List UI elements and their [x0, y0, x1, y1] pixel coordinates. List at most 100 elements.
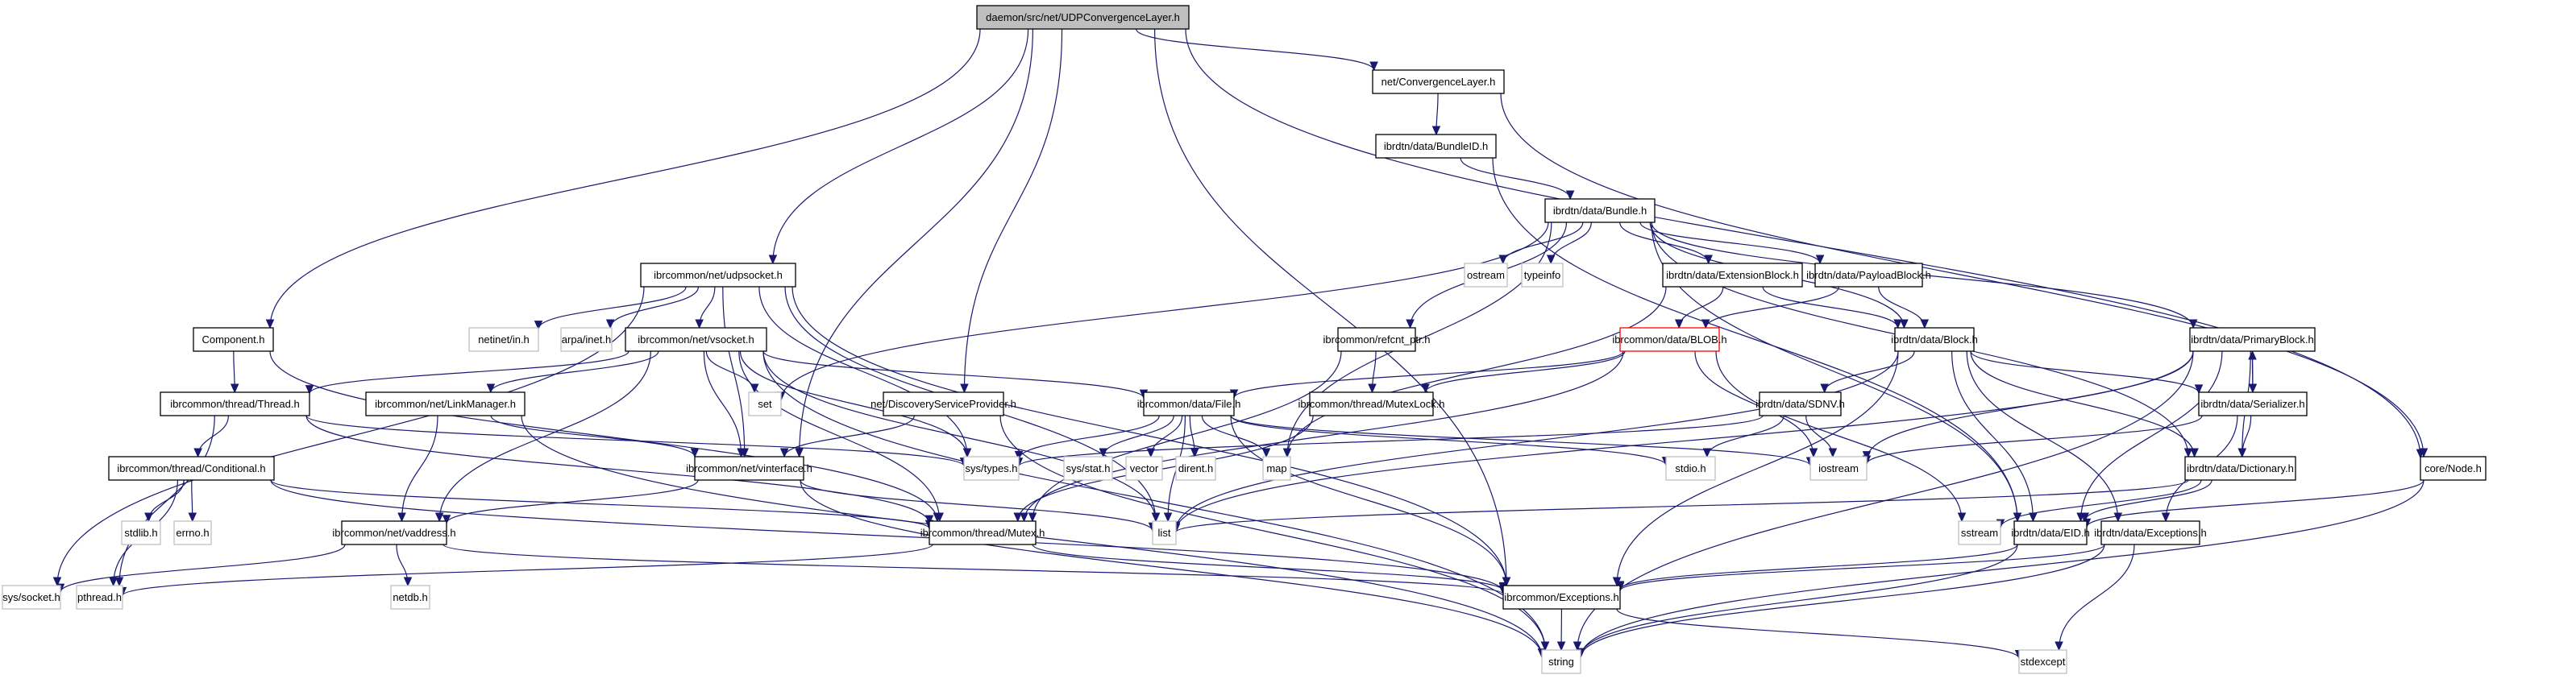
node-label: net/DiscoveryServiceProvider.h [870, 398, 1016, 410]
node-file[interactable]: ibrcommon/data/File.h [1137, 391, 1241, 416]
node-linkmgr[interactable]: ibrcommon/net/LinkManager.h [365, 391, 526, 416]
node-payblock[interactable]: ibrdtn/data/PayloadBlock.h [1806, 263, 1931, 288]
node-box [1063, 456, 1113, 481]
edge-conditional-to-exceptions [270, 479, 1504, 592]
arrowhead-icon [2194, 384, 2204, 395]
edge-dictionary-to-eid [2084, 479, 2212, 522]
node-primblock[interactable]: ibrdtn/data/PrimaryBlock.h [2189, 327, 2316, 352]
arrowhead-icon [962, 448, 972, 458]
edge-block-to-exceptions [1616, 350, 1899, 586]
node-exceptions[interactable]: ibrcommon/Exceptions.h [1502, 585, 1621, 610]
node-label: stdexcept [2021, 656, 2066, 668]
node-convlayer[interactable]: net/ConvergenceLayer.h [1372, 69, 1505, 94]
arrowhead-icon [114, 577, 124, 587]
arrowhead-icon [2237, 448, 2247, 458]
node-label: ibrdtn/data/ExtensionBlock.h [1666, 269, 1799, 281]
arrowhead-icon [1900, 319, 1909, 329]
arrowhead-icon [1020, 512, 1028, 523]
edge-vsocket-to-vinterface [703, 350, 742, 457]
node-extblock[interactable]: ibrdtn/data/ExtensionBlock.h [1662, 263, 1803, 288]
edge-primblock-to-list [1175, 350, 2194, 531]
node-box [883, 391, 1004, 416]
node-box [640, 263, 796, 288]
node-box [963, 456, 1020, 481]
node-map: map [1262, 456, 1291, 481]
edge-blob-to-file [1233, 350, 1624, 399]
node-discovery[interactable]: net/DiscoveryServiceProvider.h [870, 391, 1016, 416]
node-label: errno.h [176, 527, 209, 539]
edge-mutexlock-to-mutex [1017, 415, 1314, 522]
node-label: ibrdtn/data/BundleID.h [1384, 140, 1488, 152]
node-box [2420, 456, 2487, 481]
node-component[interactable]: Component.h [193, 327, 274, 352]
node-errno: errno.h [173, 520, 212, 545]
node-box [2189, 327, 2316, 352]
node-dictionary[interactable]: ibrdtn/data/Dictionary.h [2184, 456, 2296, 481]
edge-block-to-eid [1951, 350, 2034, 522]
edge-convlayer-to-node [1500, 93, 2424, 457]
node-box [1375, 134, 1497, 159]
arrowhead-icon [534, 321, 543, 330]
node-box [694, 456, 804, 481]
node-label: core/Node.h [2424, 462, 2482, 474]
edge-thread-to-conditional [197, 415, 229, 457]
node-node[interactable]: core/Node.h [2420, 456, 2487, 481]
node-label: typeinfo [1524, 269, 1561, 281]
arrowhead-icon [2248, 350, 2257, 360]
edge-block-to-serializer [1970, 350, 2200, 394]
node-label: ibrdtn/data/Bundle.h [1553, 205, 1647, 217]
node-block[interactable]: ibrdtn/data/Block.h [1891, 327, 1978, 352]
arrowhead-icon [2183, 448, 2193, 458]
node-vsocket[interactable]: ibrcommon/net/vsocket.h [625, 327, 767, 352]
node-string: string [1541, 649, 1581, 674]
edge-udpsocket-to-vinterface [722, 286, 746, 457]
node-serializer[interactable]: ibrdtn/data/Serializer.h [2198, 391, 2308, 416]
node-set: set [748, 391, 782, 416]
arrowhead-icon [1702, 448, 1712, 458]
node-blob[interactable]: ibrcommon/data/BLOB.h [1612, 327, 1727, 352]
arrowhead-icon [188, 512, 197, 523]
arrowhead-icon [230, 383, 239, 394]
edge-node-to-string [1580, 479, 2424, 658]
node-sstream: sstream [1958, 520, 2001, 545]
edge-block-to-list [1175, 350, 1899, 530]
edge-dtnexceptions-to-exceptions [1619, 544, 2105, 592]
node-vector: vector [1125, 456, 1163, 481]
node-dtnexceptions[interactable]: ibrdtn/data/Exceptions.h [2094, 520, 2207, 545]
node-ostream: ostream [1464, 263, 1508, 288]
node-label: ibrcommon/thread/Mutex.h [920, 527, 1045, 539]
arrowhead-icon [960, 383, 969, 394]
node-box [1152, 520, 1177, 545]
edge-node-to-eid [2086, 479, 2424, 528]
node-mutex[interactable]: ibrcommon/thread/Mutex.h [920, 520, 1045, 545]
node-sdnv[interactable]: ibrdtn/data/SDNV.h [1755, 391, 1845, 416]
node-box [2013, 520, 2088, 545]
node-label: ibrcommon/thread/MutexLock.h [1298, 398, 1444, 410]
node-conditional[interactable]: ibrcommon/thread/Conditional.h [108, 456, 275, 481]
arrowhead-icon [305, 385, 314, 395]
edge-vaddress-to-syssocket [60, 544, 346, 593]
arrowhead-icon [795, 448, 804, 458]
edge-discovery-to-vinterface [783, 415, 915, 457]
node-thread[interactable]: ibrcommon/thread/Thread.h [160, 391, 310, 416]
node-mutexlock[interactable]: ibrcommon/thread/MutexLock.h [1298, 391, 1445, 416]
node-refcnt[interactable]: ibrcommon/refcnt_ptr.h [1323, 327, 1431, 352]
node-box [1662, 263, 1803, 288]
node-bundle[interactable]: ibrdtn/data/Bundle.h [1544, 198, 1656, 223]
node-udpsocket[interactable]: ibrcommon/net/udpsocket.h [640, 263, 796, 288]
node-label: string [1548, 656, 1574, 668]
node-udpcl[interactable]: daemon/src/net/UDPConvergenceLayer.h [976, 5, 1190, 30]
node-vinterface[interactable]: ibrcommon/net/vinterface.h [686, 456, 812, 481]
node-box [1502, 585, 1621, 610]
arrowhead-icon [924, 515, 934, 525]
node-vaddress[interactable]: ibrcommon/net/vaddress.h [332, 520, 456, 545]
edge-vsocket-to-vaddress [438, 350, 651, 522]
edges-layer [52, 28, 2429, 660]
node-label: ibrcommon/net/vinterface.h [686, 462, 812, 474]
arrowhead-icon [1163, 512, 1173, 523]
node-label: ibrdtn/data/Serializer.h [2200, 398, 2304, 410]
node-bundleid[interactable]: ibrdtn/data/BundleID.h [1375, 134, 1497, 159]
node-eid[interactable]: ibrdtn/data/EID.h [2011, 520, 2090, 545]
node-box [390, 585, 430, 610]
